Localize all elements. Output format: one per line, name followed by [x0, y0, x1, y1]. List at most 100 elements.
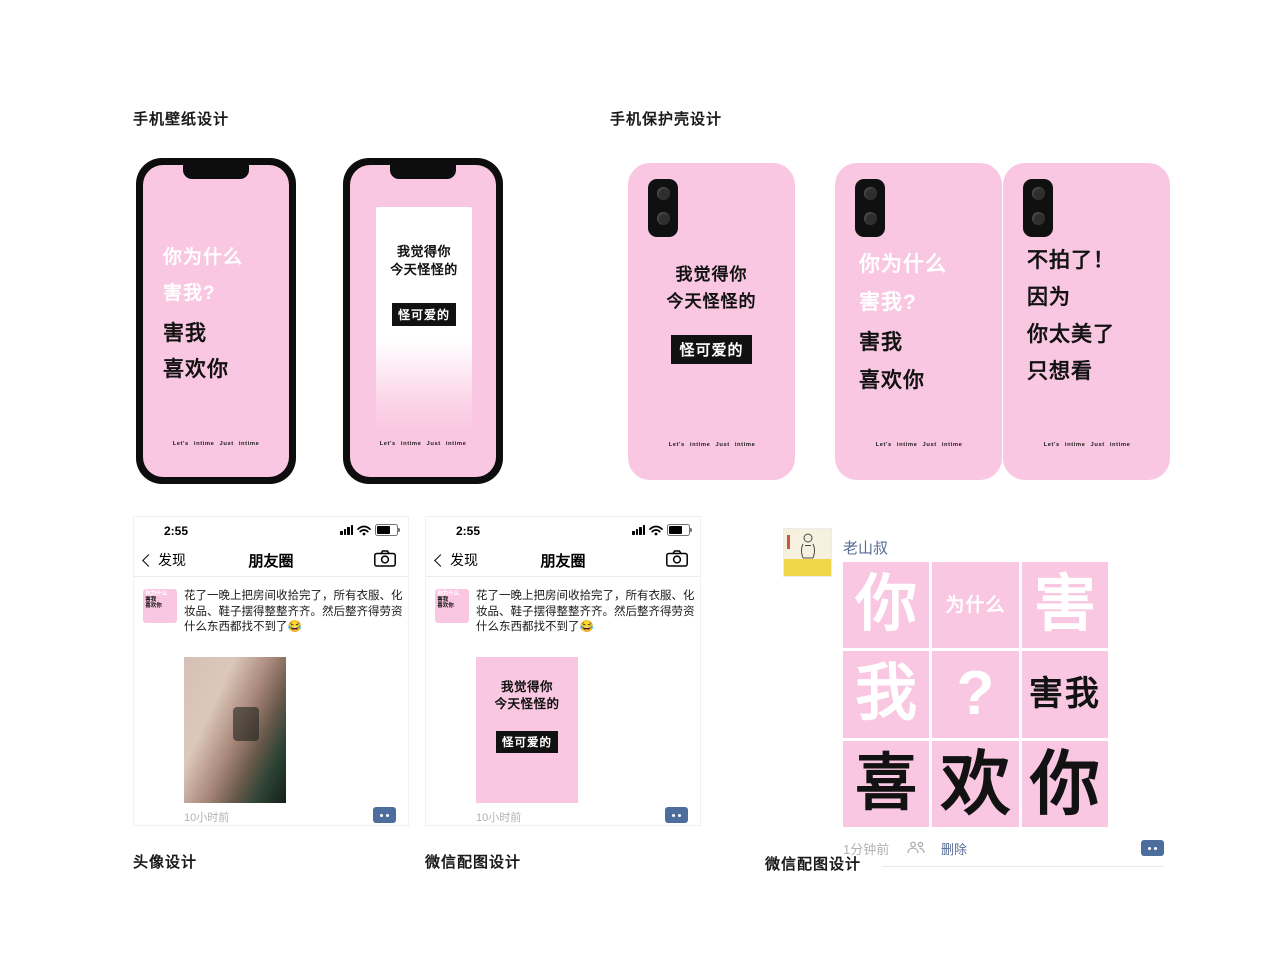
- section-title-cases: 手机保护壳设计: [610, 112, 723, 128]
- camera-button[interactable]: [374, 550, 396, 572]
- avatar-red-seal: [787, 535, 790, 549]
- card-line: 我觉得你: [396, 244, 451, 259]
- back-button[interactable]: 发现: [434, 550, 478, 570]
- section-title-wallpaper: 手机壁纸设计: [133, 112, 230, 128]
- battery-icon: [667, 524, 693, 536]
- status-icons: [340, 524, 401, 536]
- wallpaper-phone-2: 我觉得你 今天怪怪的 怪可爱的 Let's intime Just intime: [343, 158, 503, 484]
- delete-link[interactable]: 删除: [941, 842, 968, 857]
- page-title: 朋友圈: [540, 553, 586, 570]
- case-line: 今天怪怪的: [666, 292, 757, 311]
- grid-tile[interactable]: 你: [1021, 740, 1108, 827]
- back-label: 发现: [450, 552, 478, 568]
- avatar-text: 你为什么 害我 喜欢你: [143, 589, 177, 609]
- grid-tile[interactable]: 我: [843, 651, 930, 738]
- case-2-text: 你为什么 害我? 害我 喜欢你: [859, 253, 947, 392]
- avatar-text-line: 喜欢你: [145, 602, 162, 609]
- grid-tile[interactable]: 你: [843, 562, 930, 649]
- wallpaper-phone-2-screen: 我觉得你 今天怪怪的 怪可爱的 Let's intime Just intime: [350, 165, 496, 477]
- moments-navbar: 发现 朋友圈: [134, 541, 408, 577]
- back-label: 发现: [158, 552, 186, 568]
- brand-footer-text: Let's intime Just intime: [875, 441, 962, 448]
- camera-button[interactable]: [666, 550, 688, 572]
- wallpaper-1-text: 你为什么 害我? 害我 喜欢你: [163, 247, 243, 380]
- post-image[interactable]: 我觉得你 今天怪怪的 怪可爱的: [476, 657, 578, 803]
- case-line: 害我?: [859, 291, 917, 314]
- brand-footer-text: Let's intime Just intime: [668, 441, 755, 448]
- avatar-text: 你为什么 害我 喜欢你: [435, 589, 469, 609]
- case-line: 你太美了: [1027, 323, 1115, 346]
- page-title: 朋友圈: [248, 553, 294, 570]
- comment-button[interactable]: [373, 807, 396, 823]
- image-grid: 你 为什么 害 我 ? 害我 喜 欢 你: [843, 562, 1108, 827]
- grid-tile[interactable]: 害我: [1021, 651, 1108, 738]
- camera-module: [1023, 179, 1053, 237]
- case-line: 不拍了！: [1027, 249, 1115, 272]
- wallpaper-line: 害我: [163, 322, 207, 345]
- grid-tile[interactable]: 害: [1021, 562, 1108, 649]
- comment-button[interactable]: [665, 807, 688, 823]
- image-badge: 怪可爱的: [496, 731, 558, 753]
- moments-navbar: 发现 朋友圈: [426, 541, 700, 577]
- image-line: 我觉得你: [500, 680, 553, 694]
- pink-quote-image: 我觉得你 今天怪怪的 怪可爱的: [476, 657, 578, 803]
- camera-lens-icon: [656, 212, 670, 225]
- grid-tile[interactable]: 欢: [932, 740, 1019, 827]
- username-link[interactable]: 老山叔: [843, 540, 889, 557]
- wallpaper-line: 喜欢你: [163, 358, 229, 381]
- camera-icon: [666, 550, 688, 567]
- post-text: 花了一晚上把房间收拾完了，所有衣服、化妆品、鞋子摆得整整齐齐。然后整齐得劳资什么…: [476, 590, 695, 633]
- wallpaper-2-card: 我觉得你 今天怪怪的 怪可爱的: [376, 207, 472, 431]
- mentions-button[interactable]: [906, 841, 926, 859]
- case-line: 喜欢你: [859, 369, 925, 392]
- post-avatar[interactable]: 你为什么 害我 喜欢你: [435, 589, 469, 623]
- avatar-text-line: 你为什么: [145, 590, 168, 597]
- post-text: 花了一晚上把房间收拾完了，所有衣服、化妆品、鞋子摆得整整齐齐。然后整齐得劳资什么…: [184, 590, 403, 633]
- post-timestamp: 10小时前: [476, 812, 522, 824]
- grid-tile[interactable]: 为什么: [932, 562, 1019, 649]
- camera-lens-icon: [863, 187, 877, 200]
- status-time: 2:55: [164, 524, 189, 538]
- moments-screenshot-1: 2:55 发现 朋友圈: [133, 516, 409, 826]
- phone-case-1: 我觉得你 今天怪怪的 怪可爱的 Let's intime Just intime: [628, 163, 795, 480]
- cellular-signal-icon: [340, 525, 353, 535]
- post-avatar[interactable]: 你为什么 害我 喜欢你: [143, 589, 177, 623]
- case-line: 我觉得你: [675, 265, 748, 284]
- wallpaper-phone-1: 你为什么 害我? 害我 喜欢你 Let's intime Just intime: [136, 158, 296, 484]
- comment-button[interactable]: [1141, 840, 1164, 856]
- camera-lens-icon: [1031, 212, 1045, 225]
- legs-tattoo-photo: [184, 657, 286, 803]
- card-badge: 怪可爱的: [391, 303, 456, 326]
- divider-line: [882, 866, 1164, 867]
- avatar-figure-drawing: [801, 533, 815, 559]
- wifi-icon: [357, 525, 371, 535]
- status-time: 2:55: [456, 524, 481, 538]
- avatar-text-line: 害我: [145, 596, 157, 603]
- phone-case-3: 不拍了！ 因为 你太美了 只想看 Let's intime Just intim…: [1003, 163, 1170, 480]
- case-line: 因为: [1027, 286, 1071, 309]
- camera-icon: [374, 550, 396, 567]
- caption-avatar-design: 头像设计: [133, 855, 198, 871]
- caption-wechat-design-left: 微信配图设计: [425, 855, 522, 871]
- avatar-text-line: 喜欢你: [437, 602, 454, 609]
- case-line: 害我: [859, 331, 903, 354]
- post-timestamp: 10小时前: [184, 812, 230, 824]
- brand-footer-text: Let's intime Just intime: [379, 440, 467, 447]
- camera-lens-icon: [1031, 187, 1045, 200]
- wallpaper-line: 害我?: [163, 283, 216, 304]
- camera-lens-icon: [656, 187, 670, 200]
- phone-notch: [183, 165, 249, 179]
- user-avatar[interactable]: [783, 528, 832, 577]
- back-button[interactable]: 发现: [142, 550, 186, 570]
- camera-module: [855, 179, 885, 237]
- caption-wechat-design-right: 微信配图设计: [765, 857, 862, 873]
- grid-tile[interactable]: ?: [932, 651, 1019, 738]
- people-icon: [907, 841, 925, 854]
- case-1-text: 我觉得你 今天怪怪的 怪可爱的: [628, 261, 795, 364]
- cellular-signal-icon: [632, 525, 645, 535]
- grid-tile[interactable]: 喜: [843, 740, 930, 827]
- avatar-text-line: 害我: [437, 596, 449, 603]
- post-photo[interactable]: [184, 657, 286, 803]
- moments-screenshot-2: 2:55 发现 朋友圈: [425, 516, 701, 826]
